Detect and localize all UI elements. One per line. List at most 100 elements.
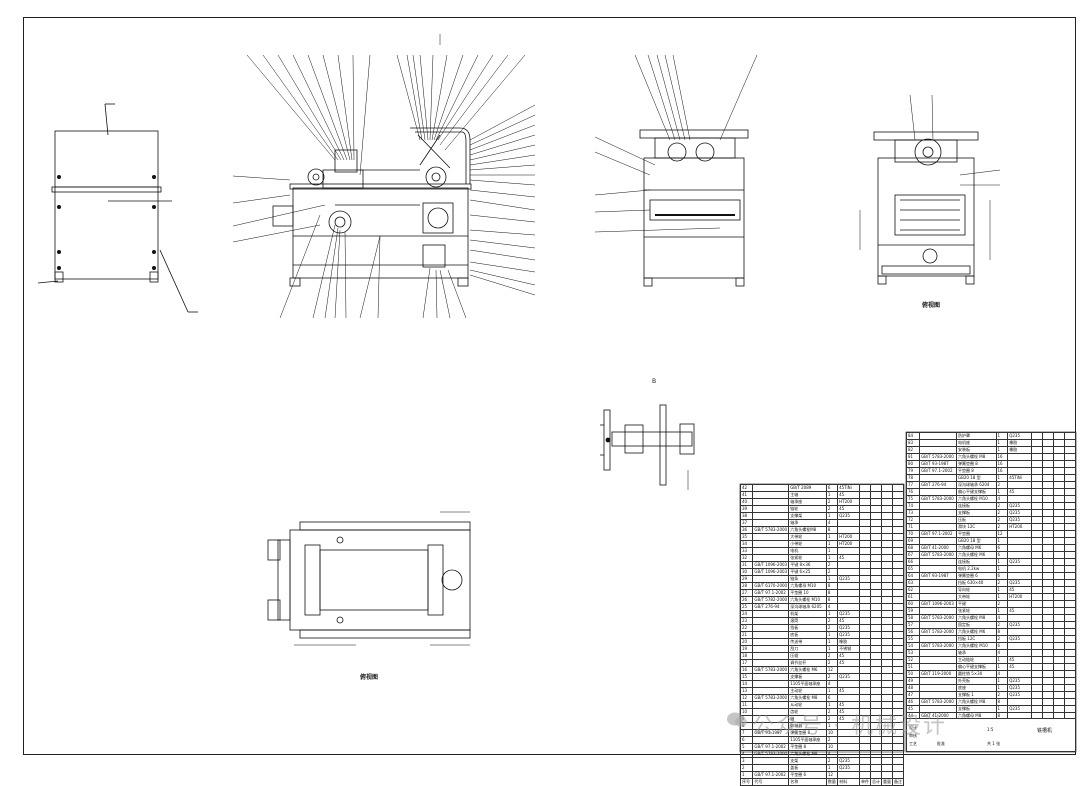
parts-cell: 4 <box>825 519 839 527</box>
machine-top-view <box>267 511 471 646</box>
parts-cell: 8 <box>825 589 839 597</box>
parts-cell <box>1063 481 1077 489</box>
parts-cell <box>1052 670 1065 678</box>
title-block-role-3: 工艺 <box>909 741 917 746</box>
parts-cell: HT200 <box>837 498 860 506</box>
parts-cell <box>858 638 871 646</box>
parts-cell: 23 <box>739 617 754 625</box>
parts-cell <box>869 512 882 520</box>
parts-cell: 1 <box>995 565 1009 573</box>
parts-cell: GB/T 97.1-2002 <box>919 530 957 538</box>
parts-cell <box>891 554 905 562</box>
parts-cell <box>1007 544 1032 552</box>
parts-cell <box>1041 502 1054 510</box>
parts-cell <box>891 526 905 534</box>
parts-cell: 77 <box>905 481 921 489</box>
parts-cell: 5 <box>739 743 754 751</box>
parts-cell <box>837 561 860 569</box>
parts-cell <box>880 631 893 639</box>
parts-cell <box>1052 600 1065 608</box>
parts-cell: 底座 <box>956 684 997 692</box>
parts-cell <box>1041 649 1054 657</box>
parts-cell <box>837 666 860 674</box>
parts-cell <box>858 631 871 639</box>
parts-cell <box>1007 649 1032 657</box>
parts-cell <box>869 533 882 541</box>
parts-cell <box>837 547 860 555</box>
parts-cell <box>1030 635 1043 643</box>
parts-cell <box>1007 530 1032 538</box>
parts-cell <box>1030 551 1043 559</box>
parts-cell: 传送带 <box>788 638 827 646</box>
parts-cell: 平键 6×25 <box>788 568 827 576</box>
parts-cell: 31 <box>739 561 754 569</box>
parts-cell: GB/T 5783-2000 <box>919 453 957 461</box>
parts-cell: 2 <box>825 673 839 681</box>
parts-cell <box>1063 572 1077 580</box>
parts-cell <box>919 523 957 531</box>
parts-cell: Q235 <box>837 610 860 618</box>
parts-cell <box>1052 579 1065 587</box>
parts-cell: 45 <box>837 652 860 660</box>
parts-cell: GB/T 5783-2000 <box>919 698 957 706</box>
parts-cell <box>1063 642 1077 650</box>
parts-cell <box>1063 516 1077 524</box>
parts-cell <box>891 540 905 548</box>
parts-cell: 24 <box>739 610 754 618</box>
parts-cell <box>858 645 871 653</box>
parts-header-row: 序号代号名称数量材料单件总计重量备注 <box>739 778 905 786</box>
parts-cell: GB/T 5783-2000 <box>919 551 957 559</box>
parts-cell: GB/T 93-1987 <box>919 460 957 468</box>
parts-cell <box>1063 635 1077 643</box>
parts-cell: 57 <box>905 621 921 629</box>
parts-cell: 导向轮 <box>956 586 997 594</box>
parts-cell: 1 <box>825 533 839 541</box>
watermark-text: 公众号 · 机械设计 <box>752 714 947 739</box>
parts-cell: 1 <box>825 638 839 646</box>
parts-cell: 1 <box>995 432 1009 440</box>
parts-cell: 54 <box>905 642 921 650</box>
parts-cell: 1 <box>825 764 839 772</box>
parts-cell: 1 <box>825 687 839 695</box>
parts-cell <box>919 684 957 692</box>
parts-cell <box>891 512 905 520</box>
parts-cell <box>1063 649 1077 657</box>
parts-cell: 16 <box>995 460 1009 468</box>
parts-cell <box>1041 530 1054 538</box>
parts-cell <box>1007 551 1032 559</box>
parts-cell: 6 <box>995 642 1009 650</box>
parts-cell: 调节丝杆 <box>788 659 827 667</box>
parts-cell <box>1030 523 1043 531</box>
parts-cell <box>869 547 882 555</box>
parts-cell <box>1030 698 1043 706</box>
parts-cell: 六角螺母 M6 <box>956 544 997 552</box>
parts-cell <box>891 491 905 499</box>
parts-cell <box>1063 628 1077 636</box>
parts-cell: 平垫圈 6 <box>788 771 827 779</box>
parts-cell: 2 <box>995 691 1009 699</box>
parts-cell: 2 <box>995 579 1009 587</box>
parts-cell <box>1041 656 1054 664</box>
parts-cell <box>891 694 905 702</box>
parts-cell: 12 <box>995 530 1009 538</box>
parts-cell: 39 <box>739 505 754 513</box>
parts-cell <box>1030 544 1043 552</box>
parts-cell <box>891 484 905 492</box>
parts-cell: 4 <box>739 750 754 758</box>
parts-cell <box>1052 677 1065 685</box>
parts-row: 9轴245 <box>739 715 905 723</box>
parts-cell <box>1052 439 1065 447</box>
parts-cell <box>1030 502 1043 510</box>
parts-cell: 74 <box>905 502 921 510</box>
parts-cell <box>858 519 871 527</box>
parts-cell: 1 <box>995 488 1009 496</box>
parts-cell <box>1041 474 1054 482</box>
parts-cell: 73 <box>905 509 921 517</box>
